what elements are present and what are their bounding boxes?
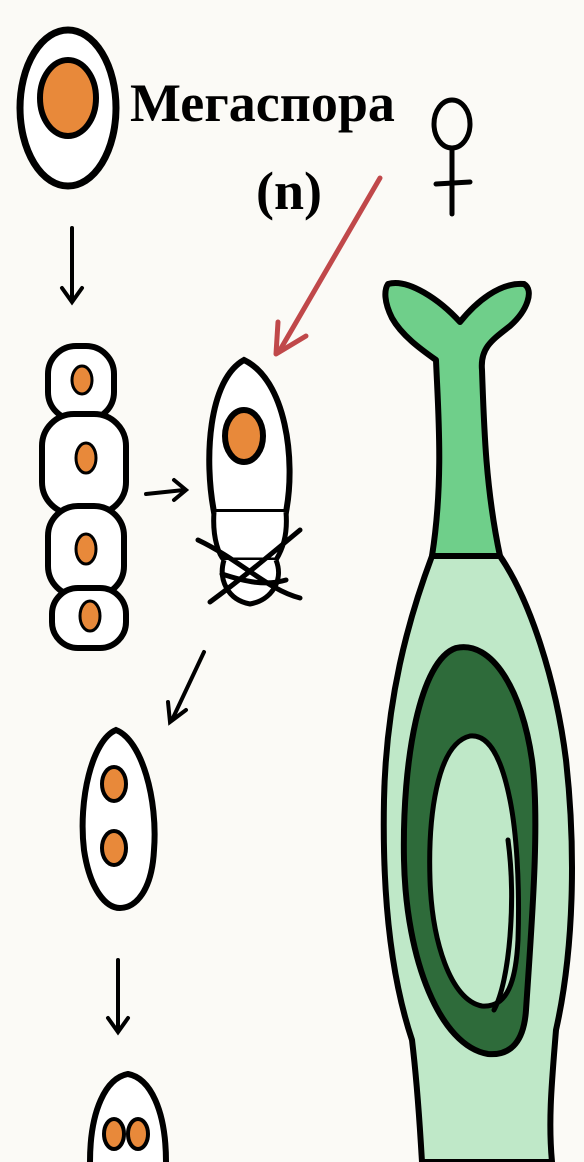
female-symbol-icon	[434, 100, 470, 214]
two-nucleate-cell	[83, 730, 155, 908]
four-nucleate-cell	[90, 1074, 166, 1162]
stigma-and-style	[385, 283, 528, 556]
functional-megaspore	[209, 360, 289, 604]
arrow-diagonal	[168, 652, 204, 722]
ploidy-label: (n)	[256, 160, 322, 222]
arrow-down-2	[108, 960, 128, 1032]
pistil	[384, 283, 572, 1162]
mother-cell	[20, 30, 116, 186]
arrow-right	[146, 480, 186, 500]
functional-megaspore-nucleus	[225, 410, 263, 462]
arrow-down-1	[62, 228, 82, 302]
megaspore-label: Мегаспора	[130, 72, 395, 134]
mother-cell-nucleus	[40, 60, 96, 136]
